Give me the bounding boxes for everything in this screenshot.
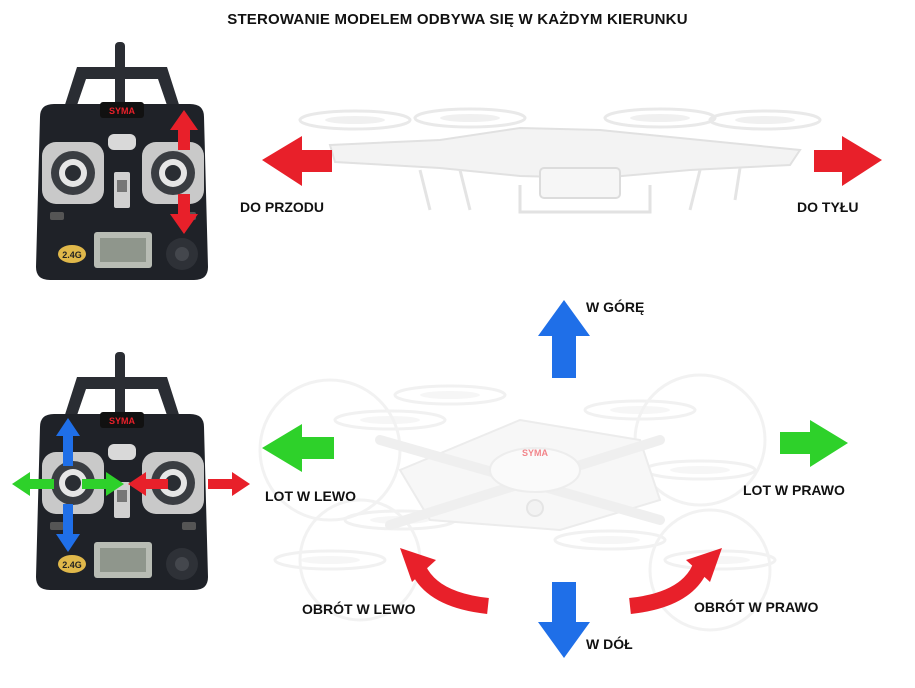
top-right-arrow xyxy=(814,136,882,186)
left-arrow xyxy=(262,424,334,472)
rotate-left-arrow xyxy=(400,548,489,614)
right-arrow xyxy=(780,420,848,467)
rotate-right-label: OBRÓT W PRAWO xyxy=(694,599,819,615)
fly-left-label: LOT W LEWO xyxy=(265,488,356,504)
fly-right-label: LOT W PRAWO xyxy=(743,482,845,498)
svg-text:SYMA: SYMA xyxy=(522,448,549,458)
top-left-arrow xyxy=(262,136,332,186)
bottom-controller xyxy=(36,352,208,590)
down-label: W DÓŁ xyxy=(586,636,633,652)
top-stick-updown-arrow xyxy=(170,110,198,234)
page-title: STEROWANIE MODELEM ODBYWA SIĘ W KAŻDYM K… xyxy=(227,11,688,28)
bottom-drone: SYMA xyxy=(258,373,777,632)
rotate-left-label: OBRÓT W LEWO xyxy=(302,601,416,617)
forward-label: DO PRZODU xyxy=(240,199,324,215)
down-arrow xyxy=(538,582,590,658)
top-controller xyxy=(36,42,208,280)
up-label: W GÓRĘ xyxy=(586,299,645,315)
rotate-right-arrow xyxy=(629,548,722,614)
top-drone xyxy=(298,107,822,214)
bottom-right-stick-arrows xyxy=(128,472,250,496)
bottom-left-stick-arrows xyxy=(12,418,124,552)
backward-label: DO TYŁU xyxy=(797,199,859,215)
up-arrow xyxy=(538,300,590,378)
